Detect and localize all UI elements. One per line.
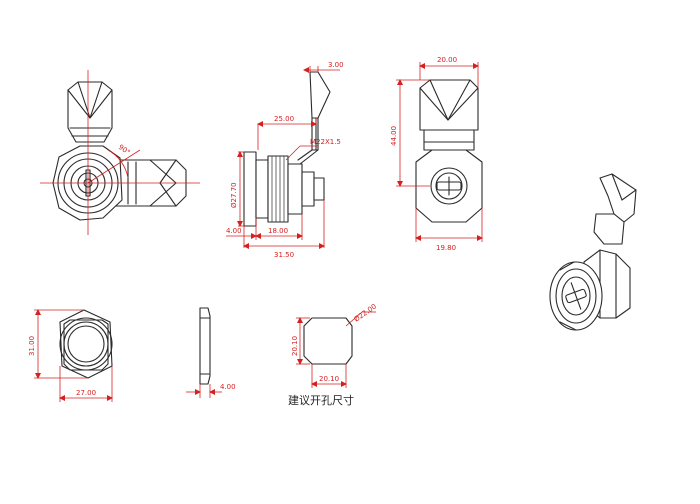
cutout-width-label: 20.10 [319, 375, 339, 383]
rear-height-label: 44.00 [390, 126, 398, 146]
isometric-view [549, 173, 637, 331]
nut-dimensions: 31.00 27.00 [28, 309, 113, 402]
cutout-height-label: 20.10 [291, 336, 299, 356]
side-body [243, 149, 325, 227]
side-flange-label: 4.00 [226, 227, 242, 235]
side-lever-thickness-label: 3.00 [328, 61, 344, 69]
nut-height-label: 31.00 [28, 336, 36, 356]
side-thread-label: M22X1.5 [310, 138, 341, 146]
side-body-dia-label: Ø27.70 [230, 182, 238, 208]
washer-thickness-label: 4.00 [220, 383, 236, 391]
cutout-caption: 建议开孔尺寸 [288, 393, 354, 407]
nut-width-label: 27.00 [76, 389, 96, 397]
washer-view: 4.00 [186, 307, 236, 398]
rear-body-label: 19.80 [436, 244, 456, 252]
cutout-dia-label: Ø22.00 [353, 302, 379, 323]
cutout-view: Ø22.00 20.10 20.10 建议开孔尺寸 [288, 302, 378, 407]
side-total-label: 31.50 [274, 251, 294, 259]
front-lever-vertical [67, 81, 113, 143]
rear-width-label: 20.00 [437, 56, 457, 64]
side-grip-label: 18.00 [268, 227, 288, 235]
rear-lever [419, 79, 479, 151]
nut-hex [59, 309, 113, 379]
side-dimensions: 3.00 25.00 M22X1.5 Ø27.70 4.00 18.00 [226, 61, 344, 259]
front-angle-label: 90° [117, 143, 132, 157]
front-view: 90° [40, 70, 200, 235]
rear-dimensions: 20.00 44.00 19.80 [390, 56, 483, 252]
rear-view: 20.00 44.00 19.80 [390, 56, 483, 252]
nut-view: 31.00 27.00 [28, 309, 113, 402]
side-view: 3.00 25.00 M22X1.5 Ø27.70 4.00 18.00 [226, 61, 344, 259]
side-lever-reach-label: 25.00 [274, 115, 294, 123]
